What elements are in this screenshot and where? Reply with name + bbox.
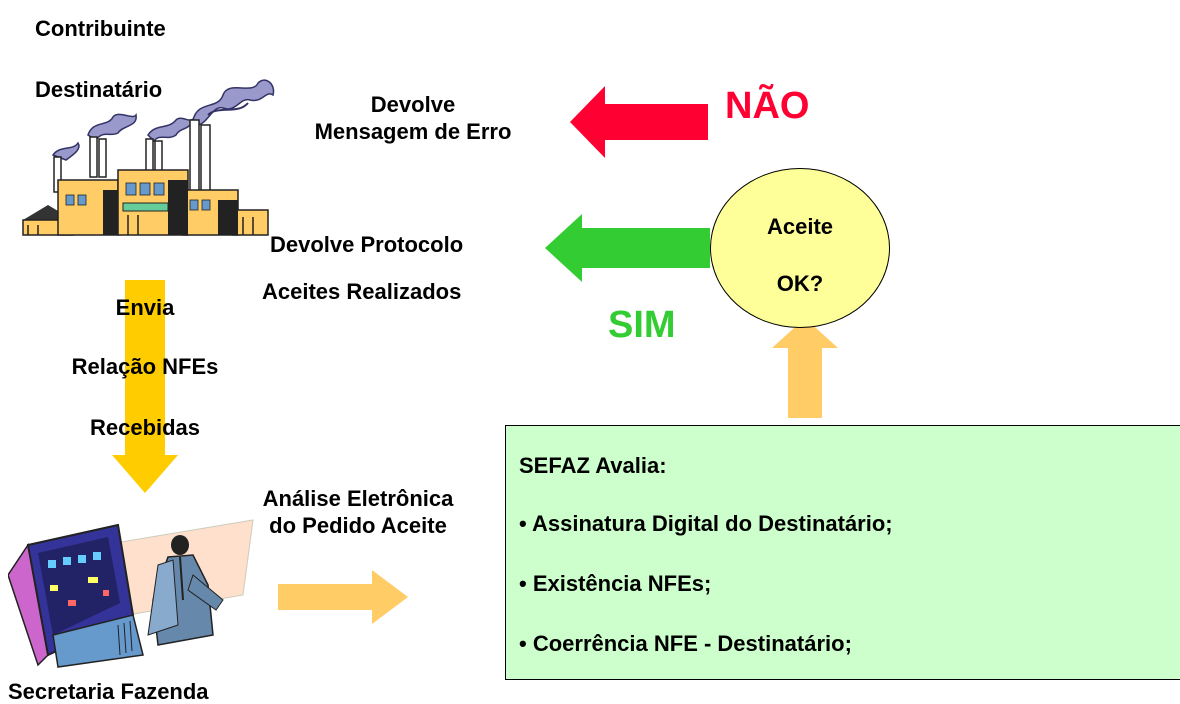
sim-label: SIM [608,304,676,346]
computer-operator-icon [8,519,254,668]
devolve-erro-line2: Mensagem de Erro [314,119,512,144]
ok-label: OK? [776,271,824,296]
analise-line2: do Pedido Aceite [269,513,447,538]
right-arrow [278,570,408,624]
sefaz-item-coerrencia: • Coerrência NFE - Destinatário; [519,631,852,656]
contribuinte-label: Contribuinte [35,16,166,41]
down-arrow [112,280,178,493]
red-left-arrow [570,86,708,158]
green-left-arrow [545,214,710,282]
devolve-erro-line1: Devolve [370,92,456,117]
aceites-realizados-label: Aceites Realizados [262,279,462,304]
sefaz-item-existencia: • Existência NFEs; [519,571,712,596]
recebidas-label: Recebidas [89,415,201,440]
sefaz-evaluation-box: SEFAZ Avalia: • Assinatura Digital do De… [505,425,1180,680]
sefaz-item-assinatura: • Assinatura Digital do Destinatário; [519,511,893,536]
aceite-label: Aceite [766,214,834,239]
factory-icon [22,79,275,236]
aceite-decision-oval [710,168,890,328]
secretaria-label: Secretaria Fazenda [8,679,209,704]
destinatario-label: Destinatário [35,77,163,102]
envia-label: Envia [115,295,175,320]
relacao-nfes-label: Relação NFEs [71,354,219,379]
devolve-protocolo-label: Devolve Protocolo [270,232,464,257]
analise-line1: Análise Eletrônica [262,486,454,511]
sefaz-box-title: SEFAZ Avalia: [519,453,667,478]
up-arrow [772,318,838,418]
nao-label: NÃO [725,85,810,127]
